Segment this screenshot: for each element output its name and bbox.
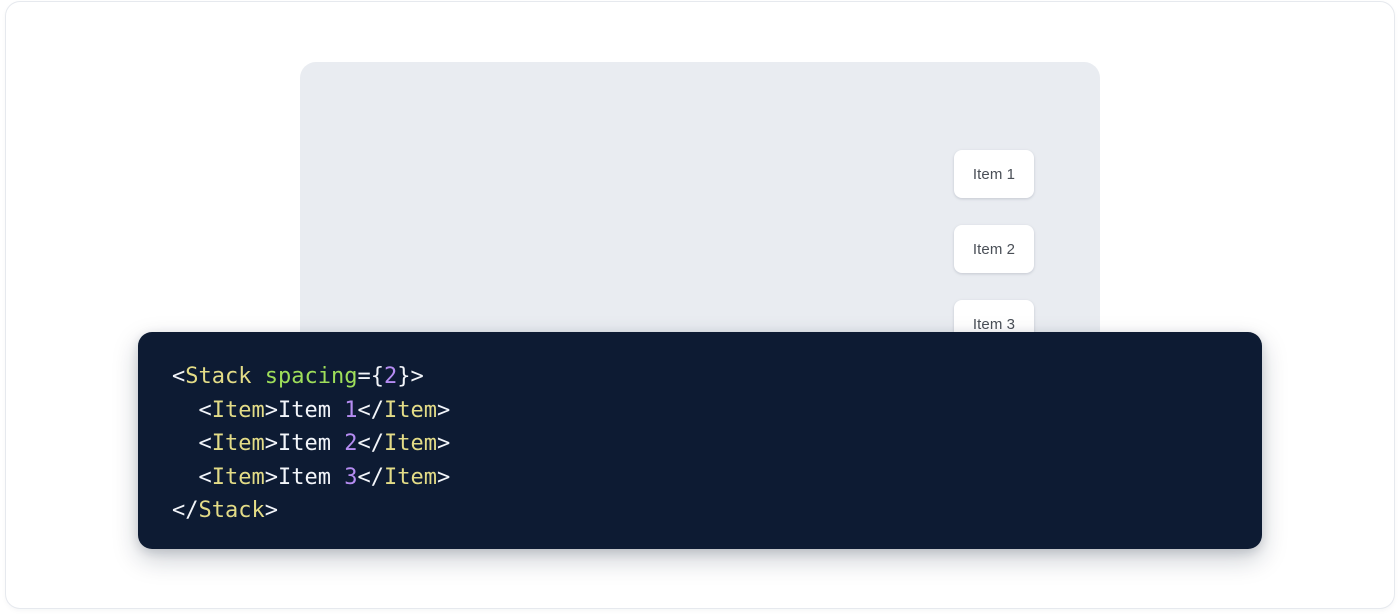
code-token-text: [251, 364, 264, 389]
code-line: <Item>Item 2</Item>: [172, 431, 451, 456]
code-token-punct: </: [357, 464, 384, 490]
code-token-punct: >: [264, 498, 278, 523]
code-token-tag: Item: [211, 397, 265, 423]
code-token-punct: >: [436, 464, 451, 490]
stack-component: Item 1 Item 2 Item 3: [954, 150, 1034, 348]
code-token-punct: >: [436, 431, 451, 456]
page-frame: Item 1 Item 2 Item 3 <Stack spacing={2}>…: [6, 2, 1394, 608]
code-token-punct: </: [357, 397, 384, 423]
code-snippet-panel[interactable]: <Stack spacing={2}> <Item>Item 1</Item> …: [138, 332, 1262, 549]
component-preview-panel: Item 1 Item 2 Item 3: [300, 62, 1100, 352]
code-token-tag: Item: [383, 464, 437, 490]
code-token-attr: spacing: [264, 364, 358, 389]
item-label: Item 2: [972, 240, 1016, 258]
list-item[interactable]: Item 2: [954, 225, 1034, 273]
code-token-num: 2: [383, 364, 398, 389]
code-source: <Stack spacing={2}> <Item>Item 1</Item> …: [172, 360, 1262, 528]
code-token-punct: >: [264, 397, 278, 423]
code-token-punct: <: [198, 431, 212, 456]
code-token-num: 2: [344, 431, 358, 456]
code-line: <Item>Item 1</Item>: [172, 397, 451, 423]
code-token-tag: Stack: [185, 364, 252, 389]
code-line: </Stack>: [172, 498, 278, 523]
code-token-tag: Item: [211, 464, 265, 490]
code-token-punct: <: [198, 464, 212, 490]
code-token-punct: >: [264, 431, 278, 456]
code-token-punct: }>: [397, 364, 424, 389]
code-token-tag: Item: [383, 397, 437, 423]
code-token-tag: Item: [211, 431, 265, 456]
code-token-text: Item: [277, 431, 345, 456]
item-label: Item 3: [972, 315, 1016, 333]
code-token-punct: <: [172, 364, 186, 389]
code-token-num: 3: [344, 464, 358, 490]
code-token-tag: Item: [383, 431, 437, 456]
item-label: Item 1: [972, 165, 1016, 183]
code-token-text: Item: [277, 397, 345, 423]
code-token-punct: >: [436, 397, 451, 423]
code-line: <Stack spacing={2}>: [172, 364, 424, 389]
code-token-tag: Stack: [198, 498, 265, 523]
code-line: <Item>Item 3</Item>: [172, 464, 451, 490]
code-token-punct: ={: [357, 364, 384, 389]
code-token-punct: <: [198, 397, 212, 423]
code-token-punct: </: [172, 498, 199, 523]
code-token-punct: >: [264, 464, 278, 490]
code-token-num: 1: [344, 397, 358, 423]
list-item[interactable]: Item 1: [954, 150, 1034, 198]
code-token-text: Item: [277, 464, 345, 490]
code-token-punct: </: [357, 431, 384, 456]
